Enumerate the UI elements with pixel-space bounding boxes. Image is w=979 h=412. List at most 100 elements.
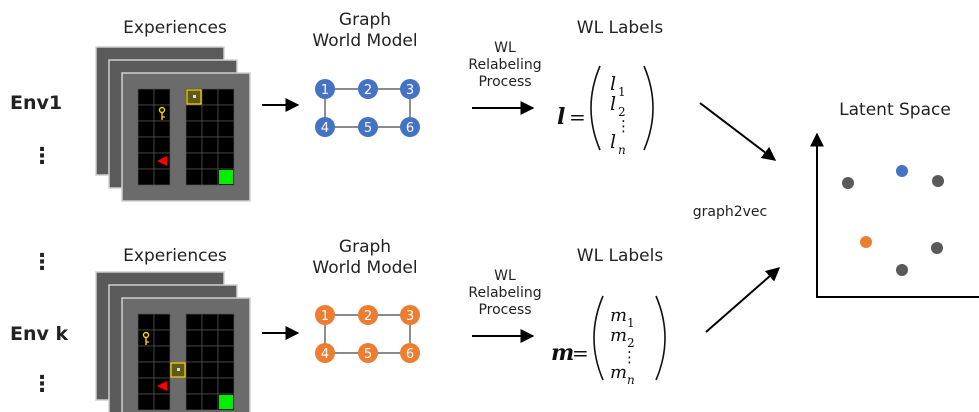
vector-symbol-m: m bbox=[551, 340, 574, 366]
graph-node bbox=[400, 117, 420, 137]
left-paren-1 bbox=[590, 65, 601, 151]
graph-node bbox=[358, 79, 378, 99]
grid-cell bbox=[217, 361, 235, 379]
vector-sub-1: 1 bbox=[618, 85, 626, 99]
envk-label: Env k bbox=[10, 323, 69, 345]
grid-cell bbox=[185, 313, 203, 331]
graph-node-label: 3 bbox=[406, 83, 414, 98]
equals-sign-1: = bbox=[569, 105, 586, 129]
grid-cell bbox=[185, 393, 203, 411]
grid-cell bbox=[201, 120, 219, 138]
graph2vec-label: graph2vec bbox=[692, 204, 768, 220]
grid-cell bbox=[201, 377, 219, 395]
grid-cell bbox=[201, 329, 219, 347]
goal-icon bbox=[219, 170, 233, 184]
vector-symbol-l: l bbox=[557, 104, 565, 130]
graph-node-label: 1 bbox=[321, 309, 329, 324]
vector-sub-n: n bbox=[627, 373, 635, 387]
vector-sub-2: 2 bbox=[627, 336, 635, 350]
grid-cell bbox=[153, 168, 171, 186]
grid-cell bbox=[217, 136, 235, 154]
grid-cell bbox=[201, 152, 219, 170]
vector-entry-l1: l bbox=[610, 73, 616, 95]
graph-node bbox=[400, 305, 420, 325]
grid-cell bbox=[153, 345, 171, 363]
vector-dots-2: ⋮ bbox=[622, 348, 637, 366]
grid-cell bbox=[217, 104, 235, 122]
grid-cell bbox=[153, 361, 171, 379]
graph-node bbox=[358, 343, 378, 363]
vector-sub-n: n bbox=[618, 143, 626, 157]
vector-sub-2: 2 bbox=[618, 105, 626, 119]
grid-cell bbox=[153, 329, 171, 347]
grid-cell bbox=[217, 313, 235, 331]
grid-cell bbox=[185, 104, 203, 122]
grid-cell bbox=[137, 88, 155, 106]
grid-cell bbox=[201, 313, 219, 331]
grid-cell bbox=[217, 377, 235, 395]
grid-cell bbox=[201, 136, 219, 154]
vector-entry-l2: l bbox=[610, 93, 616, 115]
wl-labels-title-1: WL Labels bbox=[576, 18, 664, 38]
graph-world-model-env1: 1 2 3 4 5 6 bbox=[315, 79, 420, 137]
grid-cell bbox=[153, 313, 171, 331]
grid-cell bbox=[137, 104, 155, 122]
grid-cell bbox=[217, 152, 235, 170]
vector-entry-mn: m bbox=[610, 362, 627, 383]
arrow-graph2vec-2 bbox=[705, 267, 781, 333]
agent-icon bbox=[157, 156, 167, 166]
latent-points bbox=[842, 165, 944, 276]
grid-cell bbox=[137, 361, 155, 379]
grid-cell bbox=[201, 393, 219, 411]
vector-dots-1: ⋮ bbox=[616, 117, 631, 135]
grid-cell bbox=[201, 345, 219, 363]
graph-node-label: 5 bbox=[364, 347, 372, 362]
grid-cell bbox=[137, 377, 155, 395]
graph-node-label: 1 bbox=[321, 83, 329, 98]
process-line2: Relabeling bbox=[468, 57, 542, 73]
graph-node-label: 4 bbox=[321, 121, 329, 136]
grid-cell bbox=[185, 345, 203, 363]
graph-node bbox=[315, 79, 335, 99]
latent-point-env1 bbox=[896, 165, 908, 177]
equals-sign-2: = bbox=[572, 341, 589, 365]
grid-cell bbox=[137, 136, 155, 154]
grid-cell bbox=[185, 120, 203, 138]
graph-node-label: 4 bbox=[321, 347, 329, 362]
grid-cell bbox=[153, 136, 171, 154]
arrow-graph2vec-1 bbox=[699, 102, 777, 161]
graph-node bbox=[358, 117, 378, 137]
grid-cell bbox=[217, 329, 235, 347]
experience-stack-env1 bbox=[95, 46, 251, 202]
graph-node bbox=[400, 79, 420, 99]
graph-title-line2: World Model bbox=[312, 31, 418, 51]
wl-vector-m: m = m 1 m 2 ⋮ m n bbox=[551, 295, 666, 387]
grid-cell bbox=[217, 120, 235, 138]
grid-cell bbox=[217, 88, 235, 106]
graph-node-label: 2 bbox=[364, 83, 372, 98]
graph-node-label: 6 bbox=[406, 121, 414, 136]
graph-node-label: 5 bbox=[364, 121, 372, 136]
goal-icon bbox=[219, 395, 233, 409]
grid-cell bbox=[185, 329, 203, 347]
agent-icon bbox=[157, 381, 167, 391]
grid-cell bbox=[201, 104, 219, 122]
graph-node bbox=[358, 305, 378, 325]
graph-node bbox=[315, 305, 335, 325]
grid-cell bbox=[153, 88, 171, 106]
wl-process-label-1: WL Relabeling Process bbox=[450, 40, 560, 91]
latent-space-title: Latent Space bbox=[839, 100, 951, 120]
grid-cell bbox=[201, 88, 219, 106]
latent-point-envk bbox=[860, 236, 872, 248]
process-line1: WL bbox=[494, 268, 516, 284]
graph-title-line1: Graph bbox=[338, 10, 392, 30]
process-line3: Process bbox=[478, 74, 532, 90]
left-paren-2 bbox=[593, 295, 604, 381]
grid-cell bbox=[201, 168, 219, 186]
grid-cell bbox=[137, 313, 155, 331]
grid-cell bbox=[185, 361, 203, 379]
experiences-title-2: Experiences bbox=[123, 246, 227, 266]
